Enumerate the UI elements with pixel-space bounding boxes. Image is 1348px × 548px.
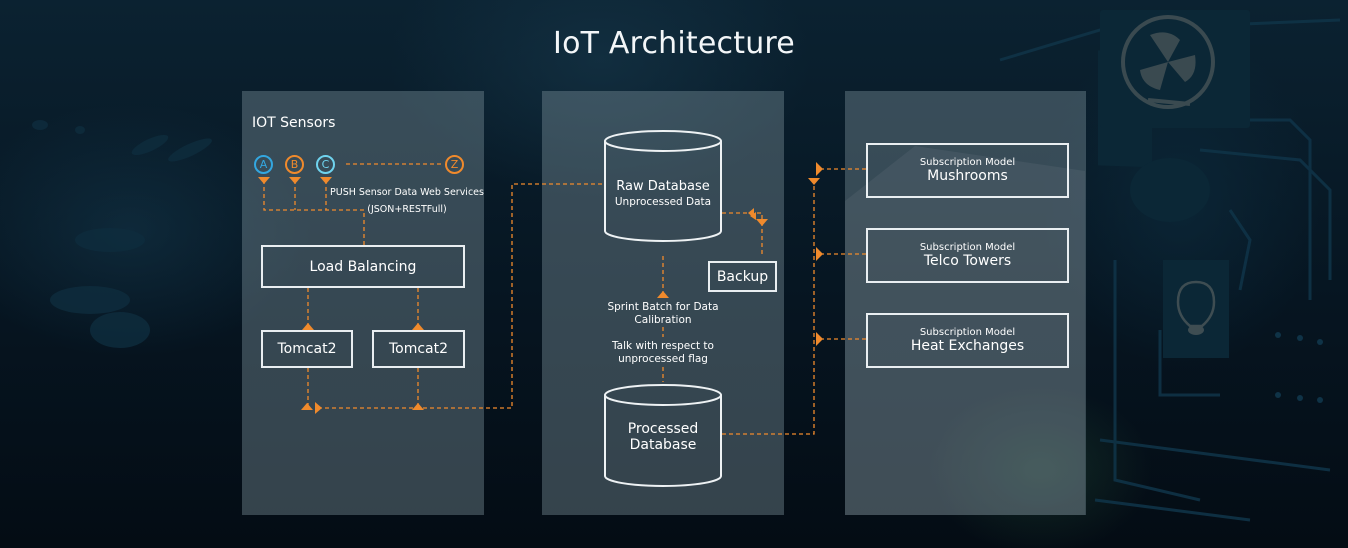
raw-database-subtitle: Unprocessed Data xyxy=(614,196,712,208)
tomcat-server-1[interactable]: Tomcat2 xyxy=(261,330,353,368)
arrow-up-icon xyxy=(302,323,314,330)
circuit-node xyxy=(1130,158,1210,222)
subscription-telco-towers[interactable]: Subscription Model Telco Towers xyxy=(866,228,1069,283)
sensor-z[interactable]: Z xyxy=(445,155,464,174)
arrow-down-icon xyxy=(258,177,270,184)
processed-database-cylinder xyxy=(604,384,722,487)
arrow-right-icon xyxy=(816,247,823,261)
sensor-b[interactable]: B xyxy=(285,155,304,174)
processed-to-subscriptions-connector xyxy=(722,180,815,435)
subscription-mushrooms[interactable]: Subscription Model Mushrooms xyxy=(866,143,1069,198)
bus-to-raw-db-connector xyxy=(318,183,604,409)
push-services-label: PUSH Sensor Data Web Services xyxy=(330,187,484,198)
tomcat-server-2[interactable]: Tomcat2 xyxy=(372,330,465,368)
arrow-right-icon xyxy=(816,162,823,176)
arrow-up-icon xyxy=(412,403,424,410)
arrow-up-icon xyxy=(301,403,313,410)
sensor-a-connector xyxy=(263,180,365,245)
database-panel: Raw Database Unprocessed Data Backup Spr… xyxy=(542,91,784,515)
arrow-down-icon xyxy=(808,178,820,185)
light-bulb-icon xyxy=(1163,260,1229,358)
arrow-left-icon xyxy=(748,208,754,218)
arrow-right-icon xyxy=(816,332,823,346)
house-watermark xyxy=(845,146,1085,515)
raw-database-title: Raw Database xyxy=(616,179,710,194)
load-balancing-box[interactable]: Load Balancing xyxy=(261,245,465,288)
backup-box[interactable]: Backup xyxy=(708,261,777,292)
raw-database-cylinder xyxy=(604,130,722,242)
push-services-format: (JSON+RESTFull) xyxy=(367,204,447,215)
iot-sensors-panel: IOT Sensors A B C Z PUSH Sensor Data Web… xyxy=(242,91,484,515)
batch-calibration-label: Sprint Batch for Data Calibration xyxy=(607,301,719,326)
subscriptions-panel: Subscription Model Mushrooms Subscriptio… xyxy=(845,91,1086,515)
sensor-c[interactable]: C xyxy=(316,155,335,174)
arrow-right-icon xyxy=(315,402,322,414)
arrow-up-icon xyxy=(412,323,424,330)
fan-icon xyxy=(1098,10,1250,168)
arrow-up-icon xyxy=(657,291,669,298)
processed-database-title-2: Database xyxy=(629,437,697,453)
processed-database-title-1: Processed xyxy=(627,421,699,437)
page-title: IoT Architecture xyxy=(553,26,795,61)
arrow-down-icon xyxy=(756,219,768,226)
unprocessed-flag-label: Talk with respect to unprocessed flag xyxy=(612,340,714,365)
arrow-down-icon xyxy=(320,177,332,184)
subscription-heat-exchanges[interactable]: Subscription Model Heat Exchanges xyxy=(866,313,1069,368)
iot-sensors-heading: IOT Sensors xyxy=(252,115,336,131)
sensor-a[interactable]: A xyxy=(254,155,273,174)
arrow-down-icon xyxy=(289,177,301,184)
